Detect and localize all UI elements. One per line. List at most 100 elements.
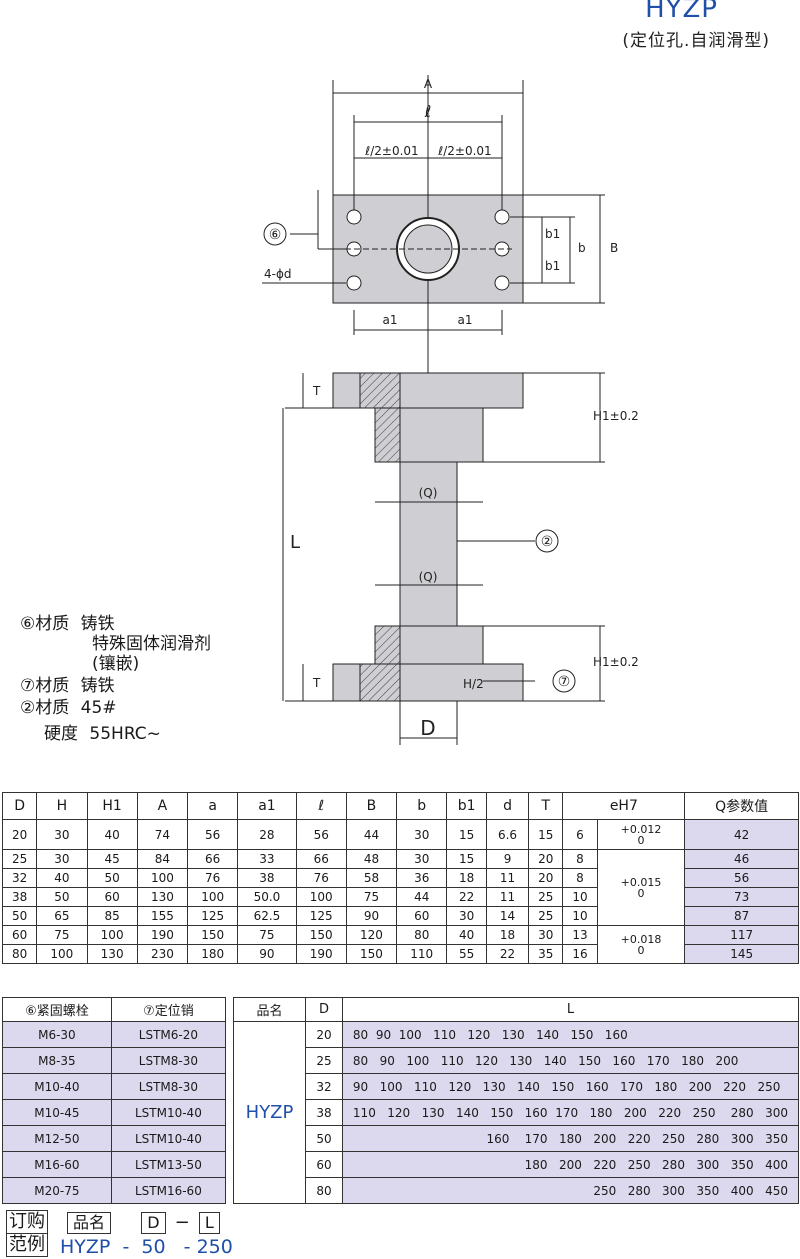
order-label-2: 范例 — [6, 1234, 48, 1257]
table-cell: 75 — [237, 925, 297, 945]
order-dash: − — [174, 1212, 190, 1233]
order-example: HYZP - 50 - 250 — [60, 1236, 233, 1258]
material-2: ②材质 45# — [20, 698, 117, 718]
q-cell: 42 — [684, 819, 799, 850]
col-D: D — [305, 997, 343, 1022]
table-cell: 30 — [446, 906, 487, 926]
q-cell: 46 — [684, 849, 799, 869]
order-box-L: L — [198, 1212, 220, 1234]
dim-H1-bottom: H1±0.2 — [593, 655, 639, 669]
table-cell: 60 — [1, 925, 38, 945]
col-bolt: ⑥紧固螺栓 — [2, 997, 112, 1022]
table-cell: 60 — [396, 906, 448, 926]
table-cell: 150 — [295, 925, 347, 945]
hardness: 硬度 55HRC~ — [44, 724, 161, 744]
d-cell: 20 — [305, 1021, 343, 1048]
table-cell: 6.6 — [485, 819, 530, 850]
table-cell: 22 — [446, 887, 487, 907]
col-pin: ⑦定位销 — [110, 997, 227, 1022]
table-cell: 85 — [86, 906, 138, 926]
table-cell: M16-60 — [2, 1151, 112, 1178]
hardness-value: 55HRC~ — [89, 724, 161, 744]
material-6-label: ⑥材质 — [20, 614, 70, 634]
table-cell: 40 — [446, 925, 487, 945]
table-cell: 80 — [1, 944, 38, 964]
product-name: HYZP — [232, 1021, 307, 1204]
table-cell: 16 — [562, 944, 598, 964]
col-T: T — [528, 792, 564, 820]
col-eH7: eH7 — [562, 792, 686, 820]
table-cell: 14 — [485, 906, 530, 926]
table-cell: 50 — [36, 887, 88, 907]
q-cell: 73 — [684, 887, 799, 907]
table-cell: 32 — [1, 868, 38, 888]
table-cell: 25 — [528, 906, 564, 926]
d-cell: 80 — [305, 1177, 343, 1204]
table-cell: M6-30 — [2, 1021, 112, 1048]
table-cell: LSTM16-60 — [110, 1177, 227, 1204]
material-6: ⑥材质 铸铁 — [20, 614, 115, 634]
col-A: A — [136, 792, 189, 820]
table-cell: 66 — [187, 849, 239, 869]
table-cell: 190 — [136, 925, 189, 945]
col-H1: H1 — [86, 792, 138, 820]
table-cell: 100 — [295, 887, 347, 907]
d-cell: 32 — [305, 1073, 343, 1100]
table-cell: 90 — [237, 944, 297, 964]
table-cell: 11 — [485, 887, 530, 907]
table-cell: 40 — [36, 868, 88, 888]
col-l: ℓ — [295, 792, 347, 820]
table-cell: 100 — [136, 868, 189, 888]
table-cell: 6 — [562, 819, 598, 850]
table-cell: 66 — [295, 849, 347, 869]
material-2-value: 45# — [80, 698, 117, 718]
material-2-label: ②材质 — [20, 698, 70, 718]
table-cell: 100 — [36, 944, 88, 964]
dim-a1-left: a1 — [383, 313, 398, 327]
dim-T-top: T — [312, 384, 321, 398]
page-subtitle: (定位孔.自润滑型) — [622, 31, 770, 51]
table-cell: 76 — [295, 868, 347, 888]
table-cell: 130 — [86, 944, 138, 964]
dim-b: b — [578, 241, 586, 255]
col-Q: Q参数值 — [684, 792, 799, 820]
table-cell: 125 — [295, 906, 347, 926]
material-6-inlay: (镶嵌) — [92, 654, 140, 674]
table-cell: 120 — [345, 925, 398, 945]
table-cell: 130 — [136, 887, 189, 907]
table-cell: 35 — [528, 944, 564, 964]
table-cell: 36 — [396, 868, 448, 888]
l-cell: 90 100 110 120 130 140 150 160 170 180 2… — [341, 1073, 800, 1100]
table-cell: 40 — [86, 819, 138, 850]
table-cell: 230 — [136, 944, 189, 964]
table-cell: 28 — [237, 819, 297, 850]
col-d: d — [485, 792, 530, 820]
table-cell: 58 — [345, 868, 398, 888]
col-b: b — [396, 792, 448, 820]
table-cell: M12-50 — [2, 1125, 112, 1152]
table-cell: 55 — [446, 944, 487, 964]
col-D: D — [1, 792, 38, 820]
dim-a1-right: a1 — [458, 313, 473, 327]
material-7-label: ⑦材质 — [20, 676, 70, 696]
l-cell: 160 170 180 200 220 250 280 300 350 — [341, 1125, 800, 1152]
table-cell: 8 — [562, 868, 598, 888]
table-cell: 75 — [36, 925, 88, 945]
table-cell: 30 — [528, 925, 564, 945]
table-cell: 38 — [237, 868, 297, 888]
table-cell: 180 — [187, 944, 239, 964]
